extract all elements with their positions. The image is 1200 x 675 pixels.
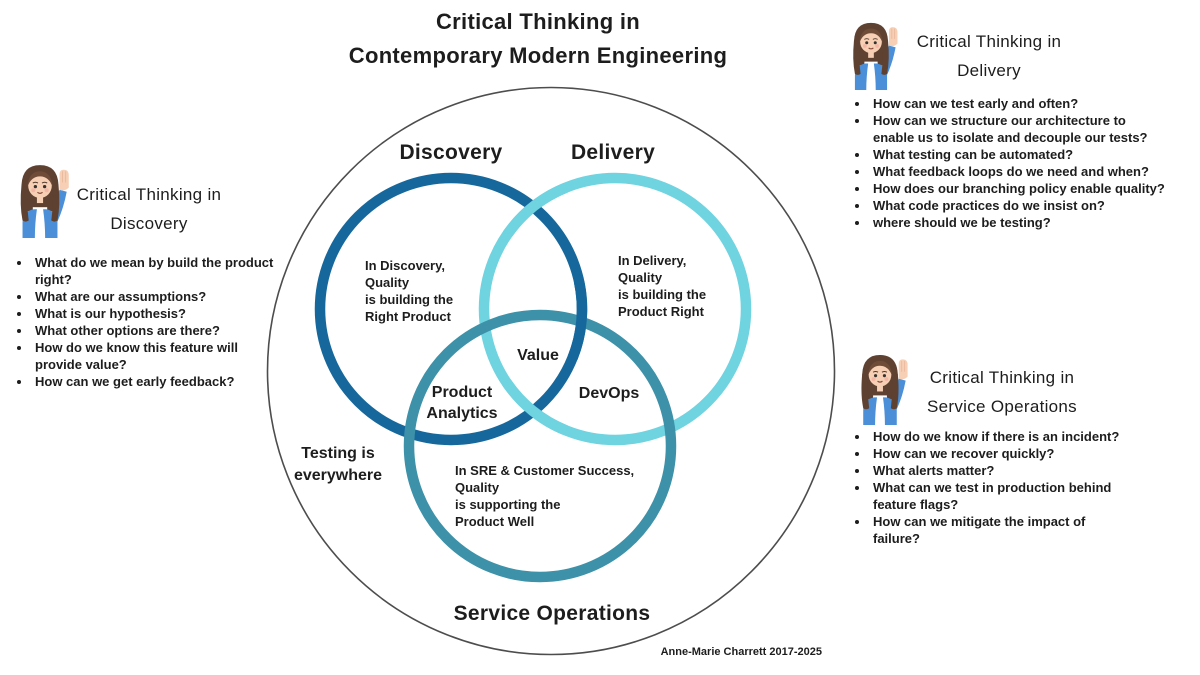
devops-label: DevOps [578, 385, 640, 402]
product-analytics-label: Product Analytics [426, 384, 498, 422]
bullet-item: What is our hypothesis? [32, 305, 284, 322]
testing-everywhere-note: Testing is everywhere [293, 445, 383, 484]
delivery-circle-label: Delivery [570, 141, 656, 164]
delivery-over-discovery-bottom-arc [502, 379, 568, 436]
bullet-item: What can we test in production behind fe… [870, 479, 1122, 513]
panel-discovery-title: Critical Thinking in Discovery [76, 185, 222, 233]
bullet-item: How can we test early and often? [870, 95, 1170, 112]
service-operations-circle-label: Service Operations [453, 602, 651, 625]
bullet-item: How can we recover quickly? [870, 445, 1122, 462]
delivery-circle [478, 172, 752, 446]
outer-boundary-circle [266, 86, 836, 656]
value-label: Value [517, 347, 559, 364]
bullet-item: What do we mean by build the product rig… [32, 254, 284, 288]
service-operations-note: In SRE & Customer Success, Quality is su… [455, 463, 635, 529]
bullet-item: How do we know this feature will provide… [32, 339, 284, 373]
page-title: Critical Thinking in Contemporary Modern… [348, 9, 728, 68]
delivery-note: In Delivery, Quality is building the Pro… [618, 253, 707, 319]
bullet-item: What feedback loops do we need and when? [870, 163, 1170, 180]
discovery-over-service-arc [567, 280, 588, 361]
bullet-item: What testing can be automated? [870, 146, 1170, 163]
discovery-circle-label: Discovery [399, 141, 503, 164]
panel-delivery-bullets: How can we test early and often?How can … [852, 95, 1170, 231]
bullet-item: where should we be testing? [870, 214, 1170, 231]
bullet-item: What alerts matter? [870, 462, 1122, 479]
panel-discovery-bullets: What do we mean by build the product rig… [14, 254, 284, 390]
bullet-item: How can we mitigate the impact of failur… [870, 513, 1122, 547]
bullet-item: What other options are there? [32, 322, 284, 339]
credit-text: Anne-Marie Charrett 2017-2025 [660, 646, 822, 658]
panel-delivery-title: Critical Thinking in Delivery [916, 32, 1062, 80]
service-operations-circle [403, 309, 677, 583]
delivery-over-discovery-top-arc [503, 182, 568, 237]
panel-service-operations-title: Critical Thinking in Service Operations [927, 368, 1077, 416]
bullet-item: How does our branching policy enable qua… [870, 180, 1170, 197]
discovery-note: In Discovery, Quality is building the Ri… [365, 258, 454, 324]
bullet-item: How can we get early feedback? [32, 373, 284, 390]
bullet-item: What are our assumptions? [32, 288, 284, 305]
panel-service-operations-bullets: How do we know if there is an incident?H… [852, 428, 1122, 547]
bullet-item: How can we structure our architecture to… [870, 112, 1170, 146]
bullet-item: How do we know if there is an incident? [870, 428, 1122, 445]
bullet-item: What code practices do we insist on? [870, 197, 1170, 214]
